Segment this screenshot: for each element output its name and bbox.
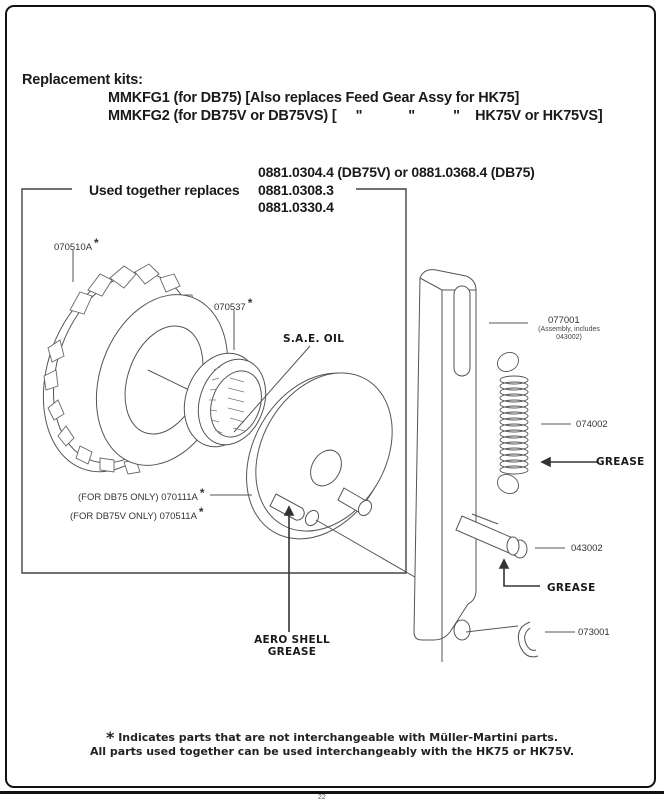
part-label-073001: 073001 [578, 627, 610, 638]
kit-line-2: MMKFG2 (for DB75V or DB75VS) [ " " " HK7… [108, 108, 603, 124]
arrow-grease-pin [503, 566, 540, 587]
used-together-bracket [21, 188, 407, 574]
part-label-070510A: 070510A* [54, 236, 99, 253]
pin-drawing [455, 513, 528, 559]
replaces-number-2: 0881.0308.3 [258, 182, 334, 198]
feed-gear-drawing [42, 263, 229, 475]
replaces-number-3: 0881.0330.4 [258, 199, 334, 215]
callout-sae-oil: S.A.E. OIL [283, 333, 345, 345]
needle-bearing-drawing [183, 352, 267, 448]
part-label-070511A: (FOR DB75V ONLY) 070511A* [70, 505, 204, 522]
drive-plate-drawing [246, 372, 421, 581]
used-together-label: Used together replaces [89, 182, 240, 198]
callout-grease-spring: GREASE [596, 456, 645, 468]
part-label-070111A: (FOR DB75 ONLY) 070111A* [78, 486, 205, 503]
e-clip-drawing [465, 621, 539, 658]
footnote-line-2: All parts used together can be used inte… [89, 745, 575, 758]
feed-arm-drawing [413, 269, 477, 662]
kit-line-1: MMKFG1 (for DB75) [Also replaces Feed Ge… [108, 90, 520, 106]
page-frame [5, 5, 656, 788]
bottom-rule [0, 791, 664, 794]
replacement-kits-title: Replacement kits: [22, 72, 143, 88]
part-label-043002: 043002 [571, 543, 603, 554]
page-number: 22 [318, 794, 326, 801]
part-label-070537: 070537* [214, 296, 253, 313]
callout-grease-pin: GREASE [547, 582, 596, 594]
spring-drawing [497, 352, 529, 494]
part-label-074002: 074002 [576, 419, 608, 430]
footnote-line-1: * Indicates parts that are not interchan… [105, 728, 559, 747]
replaces-number-1: 0881.0304.4 (DB75V) or 0881.0368.4 (DB75… [258, 164, 535, 180]
leader-sae-oil [233, 345, 311, 433]
part-label-077001: 077001 [548, 315, 580, 326]
